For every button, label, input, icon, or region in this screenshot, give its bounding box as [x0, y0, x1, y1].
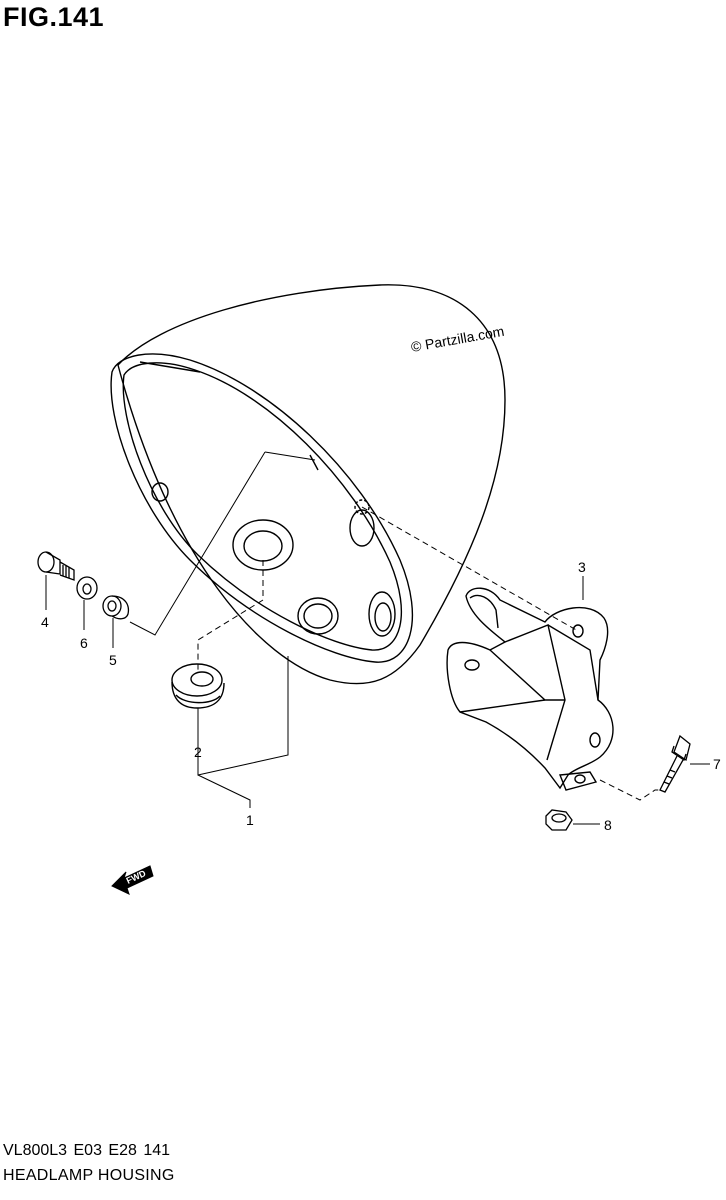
callout-2: 2 [194, 744, 202, 760]
callout-1: 1 [246, 812, 254, 828]
assembly-lines [197, 506, 660, 801]
headlamp-bracket-part-3[interactable] [446, 587, 614, 791]
leader-lines [45, 451, 710, 825]
grommet-part-2[interactable] [171, 663, 225, 709]
washer-part-6[interactable] [76, 576, 98, 600]
section-name: HEADLAMP HOUSING [3, 1167, 175, 1184]
callout-3: 3 [578, 559, 586, 575]
fwd-arrow-icon: FWD [111, 865, 154, 895]
nut-part-8[interactable] [545, 809, 573, 831]
headlamp-housing[interactable] [110, 284, 506, 685]
model-code: VL800L3 E03 E28 141 [3, 1142, 171, 1159]
callout-8: 8 [604, 817, 612, 833]
watermark: © Partzilla.com [410, 323, 506, 355]
callout-4: 4 [41, 614, 49, 630]
callout-7: 7 [713, 756, 721, 772]
figure-title: FIG.141 [3, 2, 105, 32]
callout-5: 5 [109, 652, 117, 668]
bolt-part-4[interactable] [37, 551, 75, 581]
bolt-part-7[interactable] [659, 734, 691, 793]
callout-6: 6 [80, 635, 88, 651]
collar-part-5[interactable] [102, 595, 130, 620]
